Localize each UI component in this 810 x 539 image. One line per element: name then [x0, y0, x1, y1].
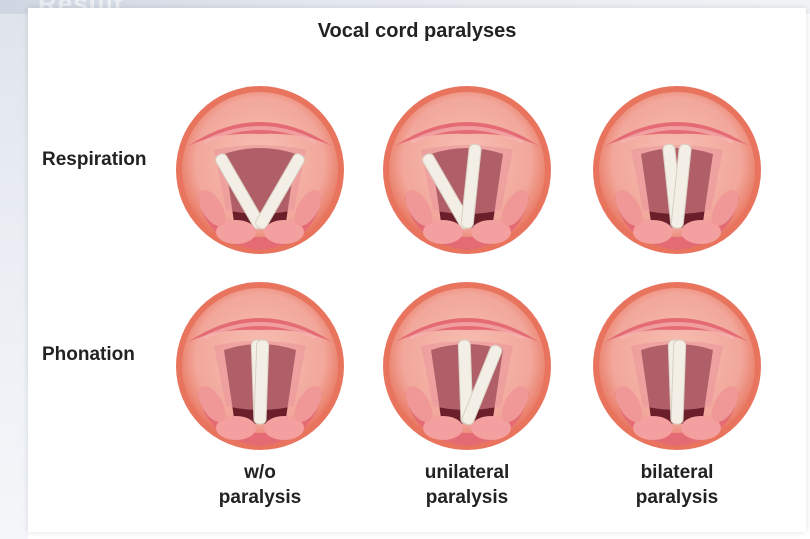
column-label-line: w/o	[180, 460, 340, 485]
column-label-line: paralysis	[597, 485, 757, 510]
column-label-line: bilateral	[597, 460, 757, 485]
larynx-respiration-no-paralysis	[174, 84, 346, 256]
larynx-respiration-bilateral-paralysis	[591, 84, 763, 256]
larynx-illustration	[591, 280, 763, 452]
column-label-no-paralysis: w/o paralysis	[180, 460, 340, 510]
larynx-respiration-unilateral-paralysis	[381, 84, 553, 256]
row-label-respiration: Respiration	[42, 149, 147, 171]
larynx-illustration	[381, 280, 553, 452]
column-label-bilateral-paralysis: bilateral paralysis	[597, 460, 757, 510]
larynx-phonation-bilateral-paralysis	[591, 280, 763, 452]
right-vocal-cord	[254, 340, 269, 424]
right-vocal-cord	[671, 340, 686, 424]
larynx-illustration	[381, 84, 553, 256]
slide-background-left	[0, 0, 28, 539]
figure-title: Vocal cord paralyses	[28, 20, 806, 43]
larynx-phonation-no-paralysis	[174, 280, 346, 452]
column-label-line: paralysis	[180, 485, 340, 510]
larynx-illustration	[591, 84, 763, 256]
larynx-illustration	[174, 280, 346, 452]
column-label-unilateral-paralysis: unilateral paralysis	[387, 460, 547, 510]
row-label-phonation: Phonation	[42, 344, 135, 366]
column-label-line: paralysis	[387, 485, 547, 510]
larynx-phonation-unilateral-paralysis	[381, 280, 553, 452]
figure-panel: Vocal cord paralyses Respiration Phonati…	[28, 8, 806, 532]
column-label-line: unilateral	[387, 460, 547, 485]
larynx-illustration	[174, 84, 346, 256]
